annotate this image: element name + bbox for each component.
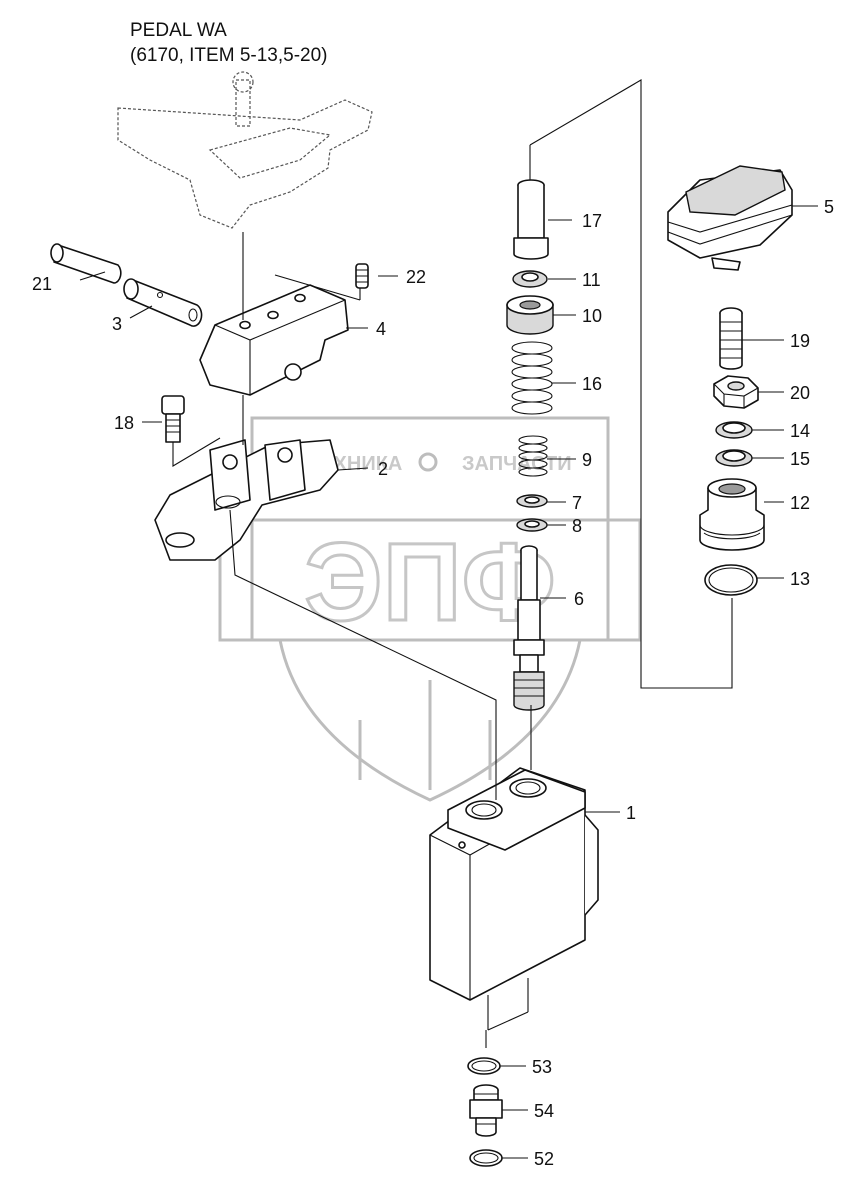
callout-11: 11 (582, 270, 601, 290)
callout-22: 22 (406, 267, 426, 287)
callout-4: 4 (376, 319, 386, 339)
part-7-washer (516, 494, 548, 508)
callout-9: 9 (582, 450, 592, 470)
gear-icon (418, 452, 438, 472)
part-52-o-ring (469, 1149, 503, 1167)
callout-20: 20 (790, 383, 810, 403)
part-8-washer (516, 518, 548, 532)
watermark: ТЕХНИКА ЗАПЧАСТИ ЭПФ (218, 416, 642, 802)
part-21-pin (50, 243, 122, 284)
callout-3: 3 (112, 314, 122, 334)
callout-19: 19 (790, 331, 810, 351)
callout-2: 2 (378, 459, 388, 479)
part-18-cap-screw (161, 395, 185, 443)
part-6-spool (513, 545, 545, 711)
callout-labels: 21 3 22 4 18 2 17 11 10 16 9 7 8 6 1 5 1… (32, 197, 834, 1169)
callout-16: 16 (582, 374, 602, 394)
part-20-nut (713, 375, 759, 409)
part-10-spring-seat (506, 295, 554, 335)
callout-14: 14 (790, 421, 810, 441)
callout-21: 21 (32, 274, 52, 294)
pedal-ghost (117, 71, 373, 229)
callout-54: 54 (534, 1101, 554, 1121)
callout-5: 5 (824, 197, 834, 217)
callout-1: 1 (626, 803, 636, 823)
part-2-lower-bracket (154, 439, 339, 561)
callout-leaders (79, 205, 818, 1159)
part-22-set-screw (355, 263, 369, 289)
part-1-valve-body (429, 767, 599, 1030)
diagram-title-line1: PEDAL WA (130, 20, 227, 41)
callout-10: 10 (582, 306, 602, 326)
callout-53: 53 (532, 1057, 552, 1077)
part-17-plunger (513, 179, 549, 260)
part-13-o-ring (704, 564, 758, 596)
diagram-title-line2: (6170, ITEM 5-13,5-20) (130, 45, 328, 66)
callout-52: 52 (534, 1149, 554, 1169)
watermark-logo: ЭПФ (304, 521, 555, 644)
callout-6: 6 (574, 589, 584, 609)
callout-17: 17 (582, 211, 602, 231)
assembly-lines (172, 79, 733, 1048)
callout-7: 7 (572, 493, 582, 513)
part-12-guide (699, 478, 765, 551)
part-19-stud (719, 307, 743, 370)
part-3-bushing (123, 278, 203, 327)
part-9-spring (518, 435, 548, 477)
callout-15: 15 (790, 449, 810, 469)
callout-12: 12 (790, 493, 810, 513)
part-16-spring (511, 341, 553, 415)
part-4-upper-bracket (199, 274, 361, 396)
callout-13: 13 (790, 569, 810, 589)
part-5-boot (667, 165, 793, 271)
part-54-fitting (469, 1084, 503, 1137)
part-53-o-ring (467, 1057, 501, 1075)
part-14-ring (715, 421, 753, 439)
callout-18: 18 (114, 413, 134, 433)
part-15-ring (715, 449, 753, 467)
part-11-washer (512, 270, 548, 288)
callout-8: 8 (572, 516, 582, 536)
watermark-text-2: ЗАПЧАСТИ (462, 453, 572, 475)
